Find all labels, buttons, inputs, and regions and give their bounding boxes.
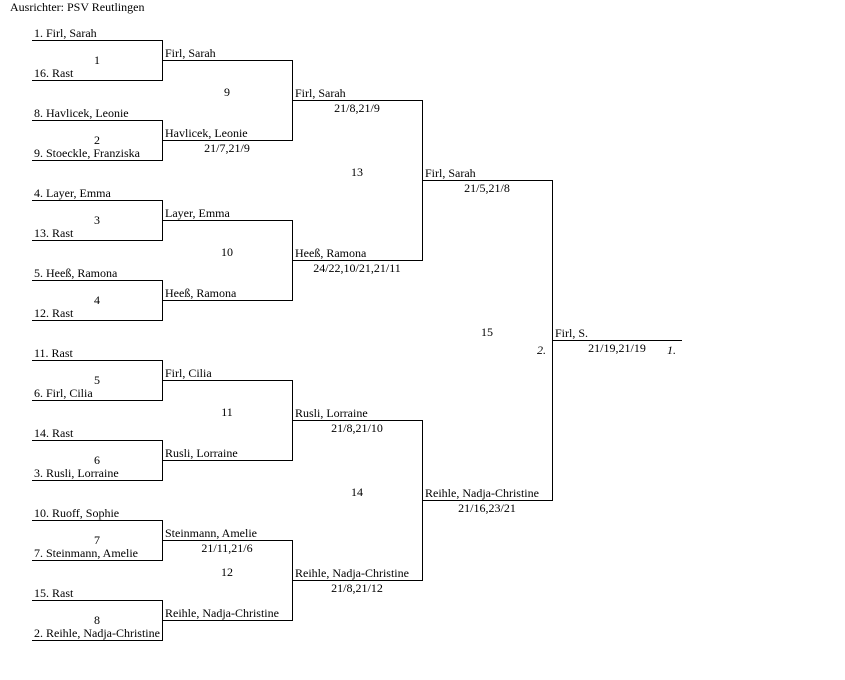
champion-line <box>552 340 682 341</box>
player-name: 7. Steinmann, Amelie <box>34 546 138 560</box>
player-line <box>32 200 162 201</box>
player-name: 2. Reihle, Nadja-Christine <box>34 626 160 640</box>
winner-line <box>292 100 422 101</box>
player-name: 16. Rast <box>34 66 74 80</box>
player-name: 10. Ruoff, Sophie <box>34 506 120 520</box>
winner-name: Reihle, Nadja-Christine <box>165 606 279 620</box>
second-place-label: 2. <box>537 343 546 357</box>
winner-line <box>292 260 422 261</box>
winner-line <box>292 580 422 581</box>
player-line <box>32 360 162 361</box>
player-line <box>32 280 162 281</box>
winner-name: Heeß, Ramona <box>295 246 367 260</box>
final-score: 21/19,21/19 <box>588 341 646 355</box>
winner-name: Rusli, Lorraine <box>165 446 238 460</box>
match-score: 24/22,10/21,21/11 <box>313 261 401 275</box>
organizer-title: Ausrichter: PSV Reutlingen <box>10 0 145 14</box>
player-name: 1. Firl, Sarah <box>34 26 97 40</box>
winner-line <box>162 620 292 621</box>
winner-line <box>422 500 552 501</box>
match-number: 14 <box>351 485 363 499</box>
player-line <box>32 560 162 561</box>
player-name: 3. Rusli, Lorraine <box>34 466 119 480</box>
player-name: 6. Firl, Cilia <box>34 386 93 400</box>
match-number: 1 <box>94 53 100 67</box>
player-line <box>32 160 162 161</box>
winner-line <box>162 60 292 61</box>
player-line <box>32 120 162 121</box>
winner-name: Heeß, Ramona <box>165 286 237 300</box>
champion-name: Firl, S. <box>555 326 589 340</box>
winner-line <box>162 300 292 301</box>
winner-name: Firl, Cilia <box>165 366 212 380</box>
player-line <box>32 600 162 601</box>
match-number: 5 <box>94 373 100 387</box>
player-line <box>32 320 162 321</box>
player-name: 14. Rast <box>34 426 74 440</box>
match-score: 21/7,21/9 <box>204 141 250 155</box>
winner-line <box>162 460 292 461</box>
match-number: 10 <box>221 245 233 259</box>
match-number: 3 <box>94 213 100 227</box>
match-number: 8 <box>94 613 100 627</box>
player-name: 8. Havlicek, Leonie <box>34 106 129 120</box>
match-number: 9 <box>224 85 230 99</box>
player-line <box>32 240 162 241</box>
player-name: 11. Rast <box>34 346 73 360</box>
player-line <box>32 640 162 641</box>
player-name: 9. Stoeckle, Franziska <box>34 146 140 160</box>
player-line <box>32 440 162 441</box>
player-line <box>32 40 162 41</box>
match-number: 13 <box>351 165 363 179</box>
player-line <box>32 480 162 481</box>
match-number: 11 <box>221 405 233 419</box>
player-name: 5. Heeß, Ramona <box>34 266 118 280</box>
winner-line <box>162 220 292 221</box>
winner-name: Steinmann, Amelie <box>165 526 257 540</box>
winner-name: Rusli, Lorraine <box>295 406 368 420</box>
match-score: 21/8,21/9 <box>334 101 380 115</box>
match-score: 21/11,21/6 <box>201 541 253 555</box>
winner-name: Reihle, Nadja-Christine <box>425 486 539 500</box>
winner-line <box>162 140 292 141</box>
winner-line <box>292 420 422 421</box>
match-score: 21/8,21/12 <box>331 581 383 595</box>
match-number: 6 <box>94 453 100 467</box>
match-number: 7 <box>94 533 100 547</box>
winner-name: Firl, Sarah <box>165 46 216 60</box>
winner-name: Reihle, Nadja-Christine <box>295 566 409 580</box>
match-number: 15 <box>481 325 493 339</box>
player-line <box>32 400 162 401</box>
player-name: 12. Rast <box>34 306 74 320</box>
first-place-label: 1. <box>667 343 676 357</box>
match-score: 21/8,21/10 <box>331 421 383 435</box>
match-score: 21/5,21/8 <box>464 181 510 195</box>
winner-name: Firl, Sarah <box>295 86 346 100</box>
winner-line <box>422 180 552 181</box>
player-line <box>32 80 162 81</box>
winner-line <box>162 380 292 381</box>
winner-name: Layer, Emma <box>165 206 230 220</box>
player-name: 15. Rast <box>34 586 74 600</box>
winner-name: Firl, Sarah <box>425 166 476 180</box>
player-line <box>32 520 162 521</box>
match-number: 12 <box>221 565 233 579</box>
match-number: 4 <box>94 293 100 307</box>
player-name: 4. Layer, Emma <box>34 186 111 200</box>
winner-name: Havlicek, Leonie <box>165 126 248 140</box>
player-name: 13. Rast <box>34 226 74 240</box>
winner-line <box>162 540 292 541</box>
match-number: 2 <box>94 133 100 147</box>
match-score: 21/16,23/21 <box>458 501 516 515</box>
